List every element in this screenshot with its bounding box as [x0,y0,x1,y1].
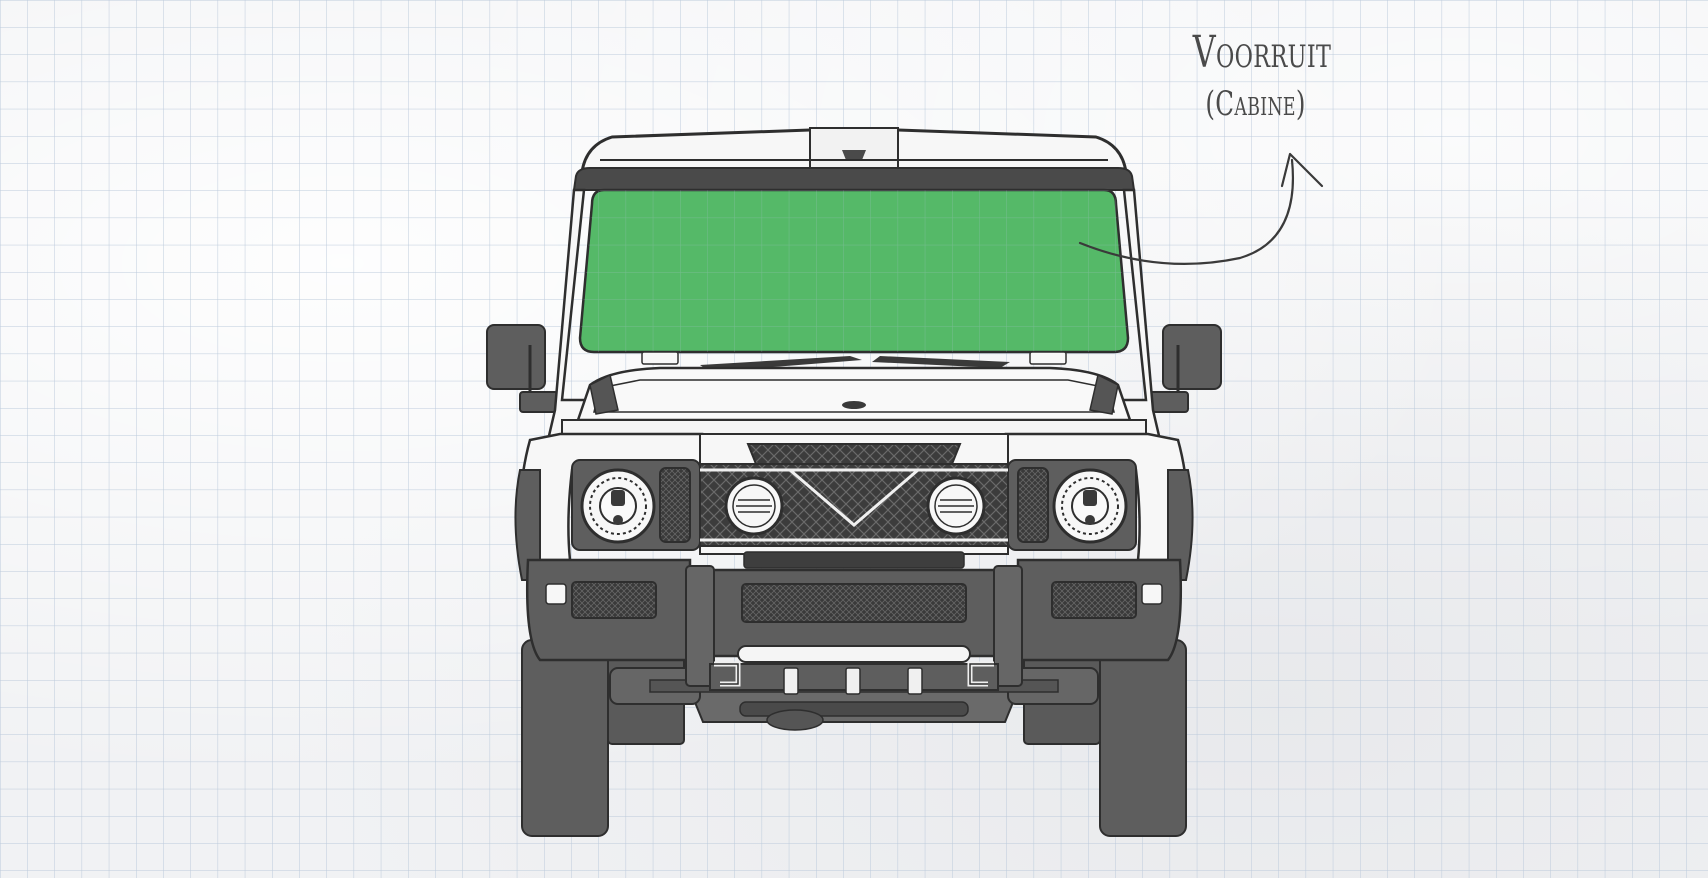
annotation-arrow-icon [1078,152,1324,265]
headlight-left-icon [580,468,656,544]
bumper-icon [525,551,1183,695]
annotation-subtitle: (Cabine) [1205,84,1306,124]
headlight-right-icon [1052,468,1128,544]
annotation-title: Voorruit [1192,27,1332,78]
hood-icon [561,366,1147,435]
mirror-right-icon [1148,324,1222,413]
fog-light-left-icon [724,476,784,536]
fog-light-right-icon [926,476,986,536]
